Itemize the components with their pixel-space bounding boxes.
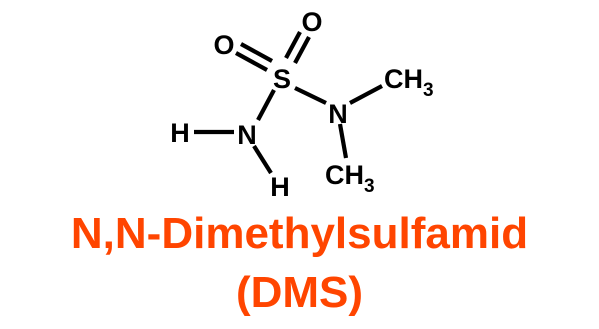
atom-nitrogen-left: N	[237, 120, 257, 150]
atoms: O O S N N H H CH3 CH3	[170, 7, 433, 202]
methyl-top-subscript: 3	[423, 80, 434, 101]
bond-s-o-left-a	[239, 42, 274, 63]
bond-n-ch3-bottom	[337, 123, 349, 159]
bond-s-o-top-b	[293, 36, 311, 64]
bond-s-n-left	[256, 89, 276, 121]
bonds	[194, 31, 383, 175]
atom-oxygen-left: O	[213, 30, 234, 60]
compound-abbreviation: (DMS)	[235, 268, 364, 317]
bond-s-o-left-b	[234, 51, 269, 72]
methyl-group-bottom: CH3	[325, 160, 375, 197]
atom-nitrogen-right: N	[328, 99, 348, 129]
atom-sulfur: S	[273, 64, 291, 94]
atom-oxygen-top: O	[301, 7, 322, 37]
atom-hydrogen-bottom: H	[270, 172, 290, 202]
methyl-top-label: CH	[384, 64, 423, 94]
bond-s-o-top-a	[284, 31, 302, 59]
methyl-bottom-label: CH	[325, 160, 364, 190]
methyl-group-top: CH3	[384, 64, 434, 101]
methyl-bottom-subscript: 3	[364, 176, 375, 197]
bond-s-n-right	[294, 86, 327, 105]
compound-name: N,N-Dimethylsulfamid	[70, 209, 529, 258]
atom-hydrogen-left: H	[170, 118, 190, 148]
bond-n-h-bottom	[252, 144, 273, 175]
bond-n-ch3-top	[349, 84, 383, 105]
